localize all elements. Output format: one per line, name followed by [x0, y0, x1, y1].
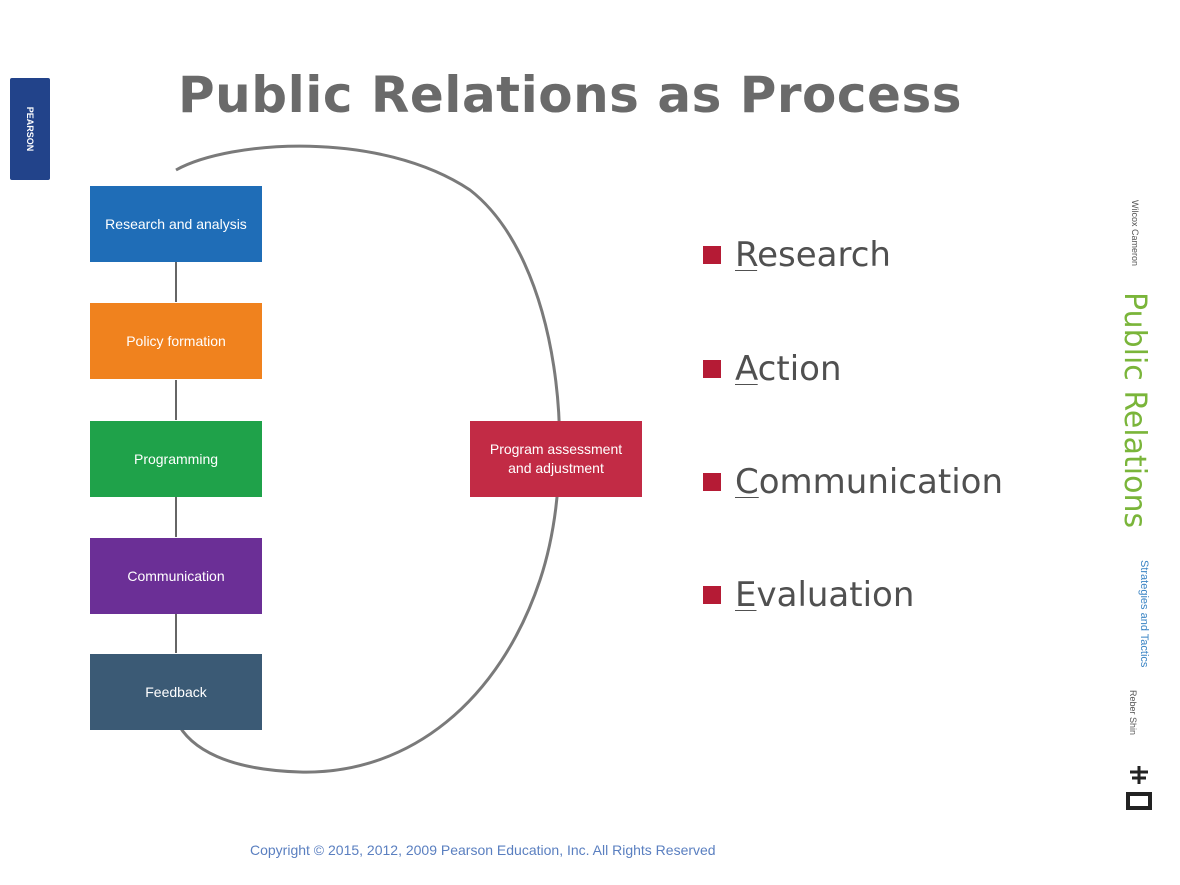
bullet-item-evaluation: Evaluation — [703, 575, 914, 615]
bullet-square-icon — [703, 360, 721, 378]
bullet-item-research: Research — [703, 235, 891, 275]
sidebar-authors-top: Wilcox Cameron — [1130, 200, 1140, 267]
feedback-loop-arc — [174, 144, 562, 774]
step-policy-box: Policy formation — [90, 303, 262, 379]
step-label: Feedback — [145, 683, 207, 700]
logo-text: PEARSON — [25, 106, 35, 152]
bullet-initial: E — [735, 575, 757, 615]
step-label: Program assessment and adjustment — [489, 441, 623, 476]
pearson-logo-icon — [1126, 766, 1152, 810]
bullet-item-action: Action — [703, 349, 842, 389]
bullet-initial: R — [735, 235, 758, 275]
step-label: Programming — [133, 450, 219, 467]
bullet-square-icon — [703, 246, 721, 264]
program-assessment-box: Program assessment and adjustment — [470, 421, 642, 497]
bullet-square-icon — [703, 586, 721, 604]
sidebar-book-title: Public Relations — [1117, 292, 1152, 529]
bullet-text: ction — [757, 349, 842, 389]
step-communication-box: Communication — [90, 538, 262, 614]
sidebar-authors-bottom: Reber Shin — [1128, 690, 1138, 736]
step-label: Policy formation — [126, 332, 226, 349]
bullet-item-communication: Communication — [703, 462, 1003, 502]
sidebar-subtitle: Strategies and Tactics — [1138, 560, 1150, 668]
publisher-logo: PEARSON — [10, 78, 50, 180]
bullet-square-icon — [703, 473, 721, 491]
bullet-initial: A — [735, 349, 758, 389]
bullet-text: esearch — [757, 235, 891, 275]
step-label: Communication — [127, 567, 225, 584]
bullet-initial: C — [735, 462, 759, 502]
step-research-box: Research and analysis — [90, 186, 262, 262]
step-feedback-box: Feedback — [90, 654, 262, 730]
step-programming-box: Programming — [90, 421, 262, 497]
copyright-notice: Copyright © 2015, 2012, 2009 Pearson Edu… — [250, 842, 716, 858]
slide-title: Public Relations as Process — [178, 66, 962, 124]
step-label: Research and analysis — [105, 215, 247, 232]
bullet-text: ommunication — [758, 462, 1003, 502]
bullet-text: valuation — [756, 575, 915, 615]
